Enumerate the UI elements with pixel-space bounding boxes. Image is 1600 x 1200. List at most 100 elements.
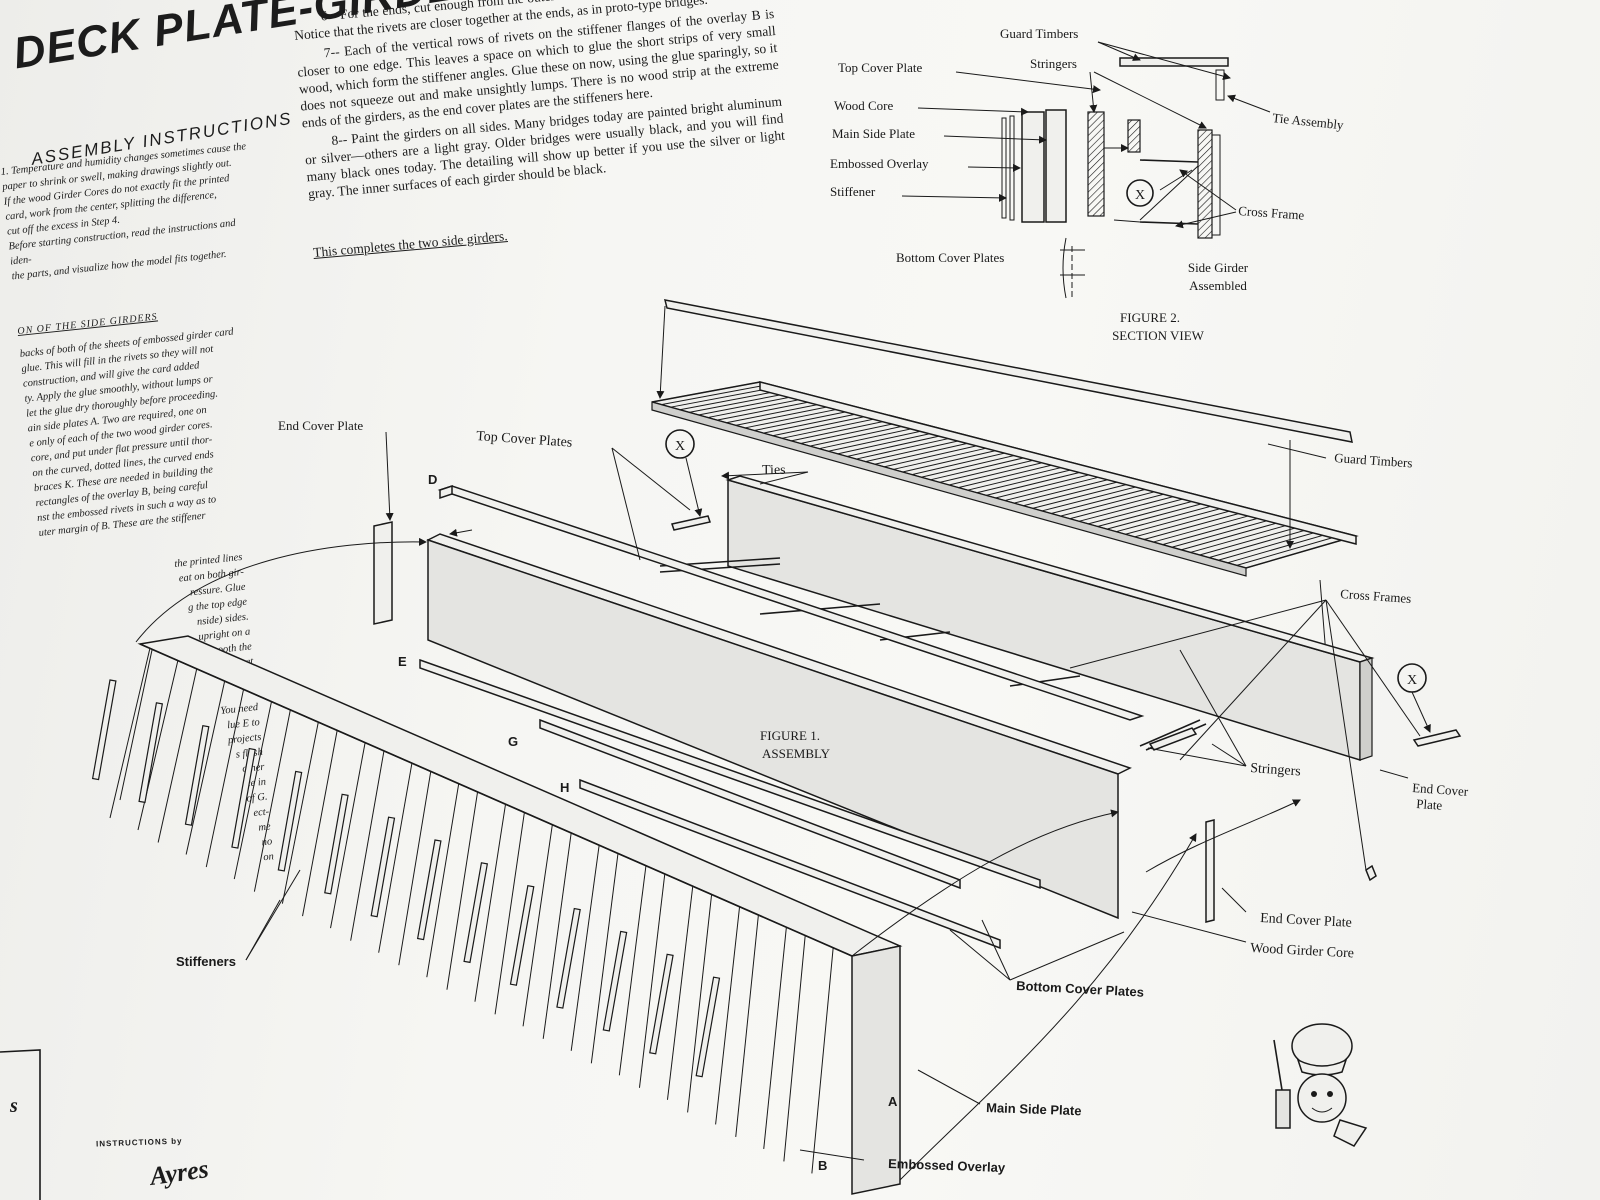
tie-line — [651, 381, 761, 403]
tie-line — [883, 441, 993, 468]
overlay-frame-line — [735, 914, 759, 1137]
overlay-frame-line — [281, 721, 319, 904]
overlay-frame-line — [205, 688, 245, 868]
fig2-label-stiffener: Stiffener — [830, 184, 876, 199]
fig2-caption-line2: SECTION VIEW — [1112, 328, 1205, 343]
loose-stiffener-strip — [184, 725, 210, 826]
fig1-x-marker: X — [675, 439, 685, 454]
overlay-frame-line — [474, 803, 507, 1002]
fig2-label-top-cover-plate: Top Cover Plate — [838, 60, 923, 75]
fig1-label-end-cover-plate: End Cover Plate — [278, 418, 363, 433]
tie-line — [1013, 475, 1124, 504]
fig1-label-top-cover-plates: Top Cover Plates — [476, 429, 573, 451]
fig2-label-tie-assembly: Tie Assembly — [1272, 110, 1345, 132]
tie-line — [958, 460, 1068, 489]
tie-line — [1069, 489, 1180, 520]
tie-line — [939, 456, 1049, 483]
overlay-frame-line — [666, 885, 694, 1100]
overlay-frame-line — [330, 742, 366, 929]
overlay-frame-line — [638, 873, 666, 1088]
loose-stiffener-strip — [695, 976, 721, 1078]
tie-line — [1171, 516, 1282, 548]
fig2-label-cross-frame: Cross Frame — [1238, 203, 1305, 223]
tie-line — [1060, 487, 1170, 517]
tie-line — [921, 451, 1031, 478]
fig2-label-side-girder: Side Girder — [1188, 260, 1249, 275]
fig1-label-wood-girder-core: Wood Girder Core — [1250, 941, 1355, 961]
tie-line — [661, 383, 770, 406]
loose-stiffener-strip — [324, 793, 349, 895]
engineer-chef-mascot-icon — [1273, 1023, 1368, 1147]
tie-line — [1245, 535, 1357, 569]
tie-line — [948, 458, 1059, 486]
tie-line — [1106, 499, 1217, 530]
overlay-frame-line — [426, 783, 460, 978]
circle-x-callout-icon — [1126, 179, 1154, 207]
tie-line — [986, 468, 1096, 496]
overlay-frame-line — [185, 680, 226, 855]
tie-line — [1115, 501, 1226, 533]
fig2-label-stringers: Stringers — [1030, 56, 1077, 71]
overlay-frame-line — [522, 824, 553, 1027]
overlay-frame-line — [783, 935, 806, 1162]
part-h-label: H — [560, 780, 569, 795]
tie-line — [1180, 518, 1291, 551]
fig2-label-main-side-plate: Main Side Plate — [832, 126, 915, 141]
tie-line — [1041, 482, 1152, 512]
fig2-caption-line1: FIGURE 2. — [1120, 310, 1180, 325]
tie-line — [1078, 492, 1189, 522]
fig1-label-bottom-cover-plates: Bottom Cover Plates — [1016, 978, 1144, 1000]
corner-fragment: s — [9, 1095, 18, 1117]
fig1-caption-line2: ASSEMBLY — [762, 746, 831, 761]
fig1-label-stiffeners: Stiffeners — [176, 954, 236, 969]
figure-1-assembly: X X End Cover Plate Top Cover Plates Tie… — [91, 299, 1470, 1195]
overlay-frame-line — [253, 709, 291, 892]
tie-line — [911, 448, 1021, 476]
fig1-caption-line1: FIGURE 1. — [760, 728, 820, 743]
fig1-label-stringers: Stringers — [1250, 761, 1301, 779]
figure-2-section-view: X Guard Timbers Stringers Top Cover Plat… — [830, 26, 1345, 343]
tie-line — [1199, 523, 1310, 556]
tie-line — [1134, 506, 1245, 538]
overlay-frame-line — [570, 844, 600, 1051]
overlay-frame-line — [109, 647, 151, 819]
fig1-x-marker: X — [1407, 673, 1417, 688]
loose-stiffener-strip — [649, 953, 674, 1055]
tie-line — [1162, 513, 1273, 546]
fig1-label-cross-frames: Cross Frames — [1340, 586, 1412, 606]
tie-line — [976, 465, 1087, 494]
part-b-label: B — [818, 1158, 827, 1173]
loose-stiffener-strip — [91, 679, 117, 781]
tie-line — [1125, 504, 1236, 535]
guard-timber-top — [663, 299, 1353, 443]
tie-line — [1050, 484, 1161, 515]
tie-line — [1097, 497, 1208, 527]
fig1-label-ties: Ties — [762, 463, 786, 478]
tie-line — [967, 463, 1077, 491]
loose-stiffener-strip — [416, 839, 442, 941]
part-g-label: G — [508, 734, 518, 749]
overlay-frame-line — [378, 762, 413, 953]
fig1-label-end-cover: End Cover — [1412, 780, 1470, 799]
fig2-label-assembled: Assembled — [1189, 278, 1247, 293]
overlay-frame-line — [542, 832, 572, 1039]
overlay-frame-line — [687, 894, 713, 1113]
part-e-label: E — [398, 654, 407, 669]
tie-line — [1227, 530, 1338, 564]
fig2-label-guard-timbers: Guard Timbers — [1000, 26, 1078, 41]
tie-line — [1190, 521, 1301, 553]
main-girder-core — [427, 538, 1119, 920]
loose-stiffeners — [91, 679, 721, 1078]
overlay-frame-line — [763, 926, 787, 1149]
loose-stiffener-strip — [231, 747, 256, 849]
fig1-label-guard-timbers: Guard Timbers — [1334, 450, 1413, 470]
embossed-overlay-end — [851, 945, 901, 1195]
overlay-frame-line — [590, 853, 619, 1064]
loose-stiffener-strip — [509, 885, 535, 986]
tie-line — [930, 453, 1040, 481]
part-d-label: D — [428, 472, 437, 487]
tie-line — [1153, 511, 1264, 543]
fig2-label-embossed-overlay: Embossed Overlay — [830, 156, 929, 171]
